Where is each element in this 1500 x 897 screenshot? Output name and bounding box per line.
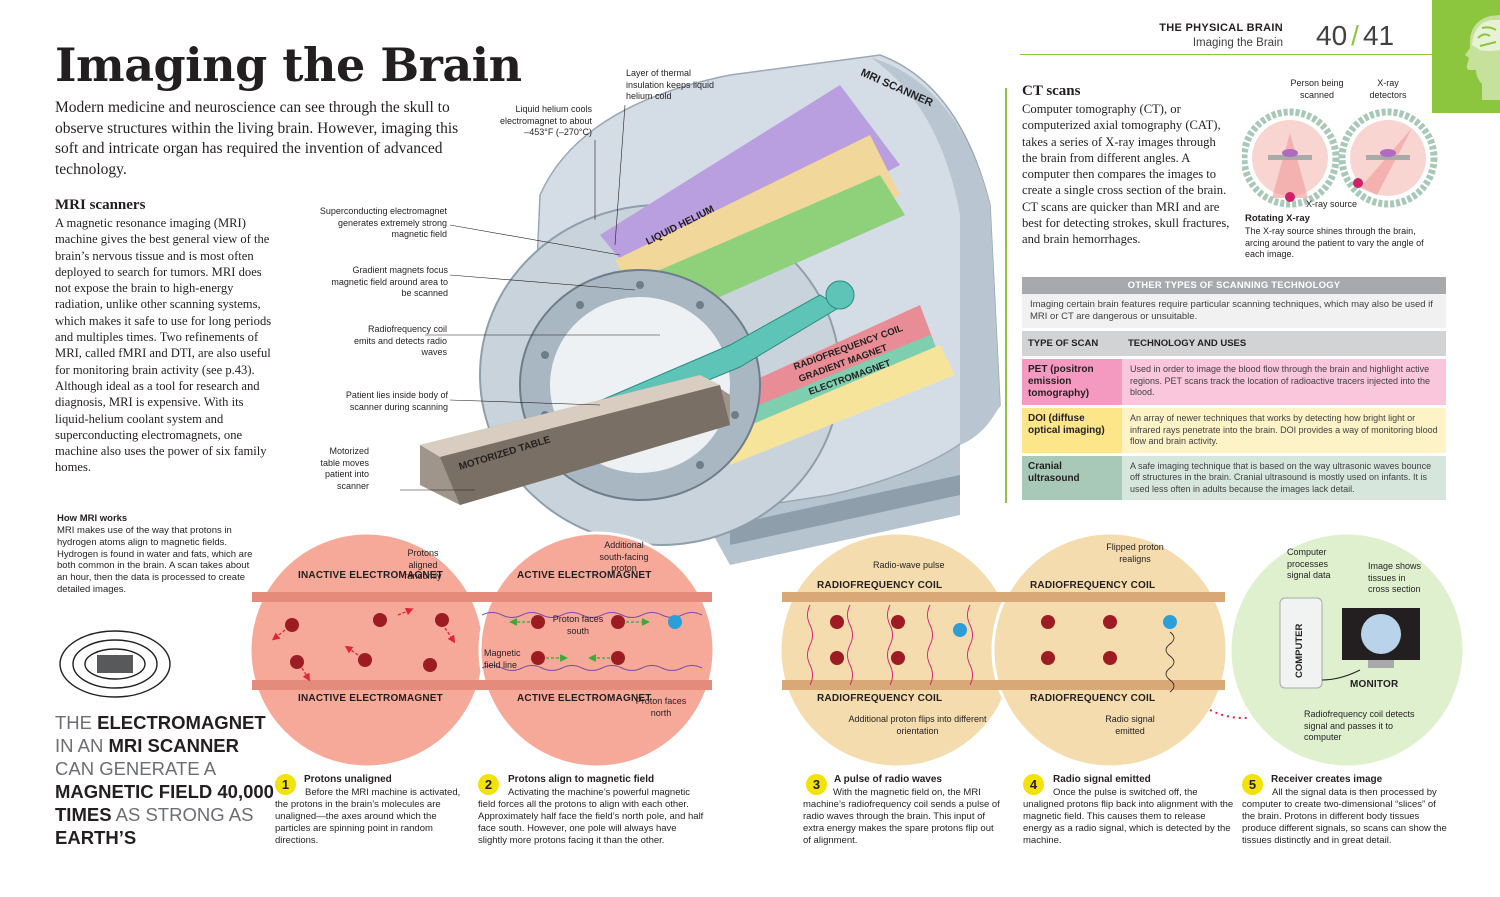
c4-flipped: Flipped proton realigns	[1106, 542, 1164, 564]
c5-image-shows: Image shows tissues in cross section	[1368, 561, 1422, 594]
c1-protons-random: Protons aligned randomly	[404, 548, 442, 581]
c5-monitor: MONITOR	[1350, 679, 1399, 690]
table-row: PET (positron emission tomography) Used …	[1022, 359, 1446, 405]
fact-callout: THE ELECTROMAGNET IN AN MRI SCANNER CAN …	[55, 712, 274, 848]
c4-bottom: RADIOFREQUENCY COIL	[1030, 693, 1156, 704]
table-title: OTHER TYPES OF SCANNING TECHNOLOGY	[1022, 277, 1446, 294]
table-row: Cranial ultrasound A safe imaging techni…	[1022, 455, 1446, 500]
table-cell-type: DOI (diffuse optical imaging)	[1022, 408, 1122, 453]
step-2-body: Activating the machine’s powerful magnet…	[478, 787, 704, 846]
c5-rf-detects: Radiofrequency coil detects signal and p…	[1304, 709, 1415, 742]
step-2-number: 2	[478, 774, 499, 795]
mri-body: A magnetic resonance imaging (MRI) machi…	[55, 216, 272, 475]
c3-bottom: RADIOFREQUENCY COIL	[817, 693, 943, 704]
intro-paragraph: Modern medicine and neuroscience can see…	[55, 99, 459, 178]
c3-top: RADIOFREQUENCY COIL	[817, 580, 943, 591]
ct-divider	[1005, 88, 1007, 503]
mri-process-diagram	[250, 531, 1466, 769]
c4-signal: Radio signal emitted	[1105, 714, 1155, 736]
c2-top: ACTIVE ELECTROMAGNET	[517, 570, 652, 581]
c1-top: INACTIVE ELECTROMAGNET	[298, 570, 443, 581]
mri-heading: MRI scanners	[55, 197, 146, 213]
ct-diagram	[1242, 108, 1438, 208]
ct-label-person: Person being scanned	[1290, 78, 1344, 100]
page-title: Imaging the Brain	[55, 38, 522, 92]
how-heading: How MRI works	[57, 513, 128, 524]
section-name: THE PHYSICAL BRAIN	[1159, 22, 1283, 34]
step-3-number: 3	[806, 774, 827, 795]
c3-radio-pulse: Radio-wave pulse	[873, 560, 945, 570]
step-1-number: 1	[275, 774, 296, 795]
c5-computer: COMPUTER	[1294, 623, 1305, 678]
electromagnet-icon	[59, 630, 171, 698]
ct-label-detectors: X-ray detectors	[1369, 78, 1407, 100]
table-cell-desc: Used in order to image the blood flow th…	[1130, 364, 1430, 397]
step-2-heading: Protons align to magnetic field	[508, 774, 655, 785]
brain-head-icon	[1465, 15, 1500, 100]
step-5-number: 5	[1242, 774, 1263, 795]
table-cell-desc: A safe imaging technique that is based o…	[1130, 460, 1432, 494]
table-cell-type: Cranial ultrasound	[1022, 455, 1122, 500]
table-cell-desc: An array of newer techniques that works …	[1130, 413, 1438, 446]
rotating-body: The X-ray source shines through the brai…	[1245, 226, 1424, 259]
c1-bottom: INACTIVE ELECTROMAGNET	[298, 693, 443, 704]
ct-body: Computer tomography (CT), or computerize…	[1022, 102, 1230, 247]
callout-patient: Patient lies inside body of scanner duri…	[345, 390, 448, 412]
callout-superconducting: Superconducting electromagnet generates …	[319, 206, 447, 239]
c2-field-line: Magnetic field line	[484, 648, 521, 670]
step-3-heading: A pulse of radio waves	[834, 774, 942, 785]
subsection-name: Imaging the Brain	[1192, 37, 1283, 49]
table-col-tech: TECHNOLOGY AND USES	[1128, 338, 1247, 349]
section-tab	[1432, 0, 1500, 113]
table-row: DOI (diffuse optical imaging) An array o…	[1022, 408, 1446, 453]
callout-thermal: Layer of thermal insulation keeps liquid…	[626, 68, 715, 101]
c5-computer-proc: Computer processes signal data	[1287, 547, 1331, 580]
step-3-body: With the magnetic field on, the MRI mach…	[803, 787, 1000, 846]
c2-faces-north: Proton faces north	[635, 696, 687, 718]
table-col-type: TYPE OF SCAN	[1028, 338, 1099, 349]
step-5-heading: Receiver creates image	[1271, 774, 1383, 785]
callout-helium-cools: Liquid helium cools electromagnet to abo…	[499, 104, 592, 137]
step-4-number: 4	[1023, 774, 1044, 795]
step-5-body: All the signal data is then processed by…	[1242, 787, 1447, 846]
table-intro: Imaging certain brain features require p…	[1022, 294, 1446, 328]
c3-flips: Additional proton flips into different o…	[848, 714, 987, 736]
step-4-heading: Radio signal emitted	[1053, 774, 1151, 785]
rotating-heading: Rotating X-ray	[1245, 213, 1310, 224]
step-4-body: Once the pulse is switched off, the unal…	[1023, 787, 1234, 846]
callout-rf-emits: Radiofrequency coil emits and detects ra…	[353, 324, 447, 357]
how-body: MRI makes use of the way that protons in…	[57, 525, 253, 595]
callout-motorized: Motorized table moves patient into scann…	[320, 446, 369, 491]
ct-heading: CT scans	[1022, 83, 1081, 99]
mri-scanner-illustration: MRI SCANNER LIQUID HELIUM RADIOFREQUENCY…	[400, 54, 1001, 565]
step-1-body: Before the MRI machine is activated, the…	[275, 787, 461, 846]
header-rule	[1020, 54, 1432, 55]
page-numbers: 40/41	[1316, 20, 1395, 51]
table-header: TYPE OF SCAN TECHNOLOGY AND USES	[1022, 331, 1446, 356]
step-1-heading: Protons unaligned	[304, 774, 392, 785]
c2-add-south: Additional south-facing proton	[599, 540, 649, 573]
scanning-tech-table: OTHER TYPES OF SCANNING TECHNOLOGY Imagi…	[1022, 277, 1446, 500]
c2-bottom: ACTIVE ELECTROMAGNET	[517, 693, 652, 704]
callout-gradient-focus: Gradient magnets focus magnetic field ar…	[331, 265, 448, 298]
c4-top: RADIOFREQUENCY COIL	[1030, 580, 1156, 591]
table-cell-type: PET (positron emission tomography)	[1022, 359, 1122, 405]
c2-faces-south: Proton faces south	[552, 614, 604, 636]
ct-label-source: X-ray source	[1306, 199, 1358, 209]
